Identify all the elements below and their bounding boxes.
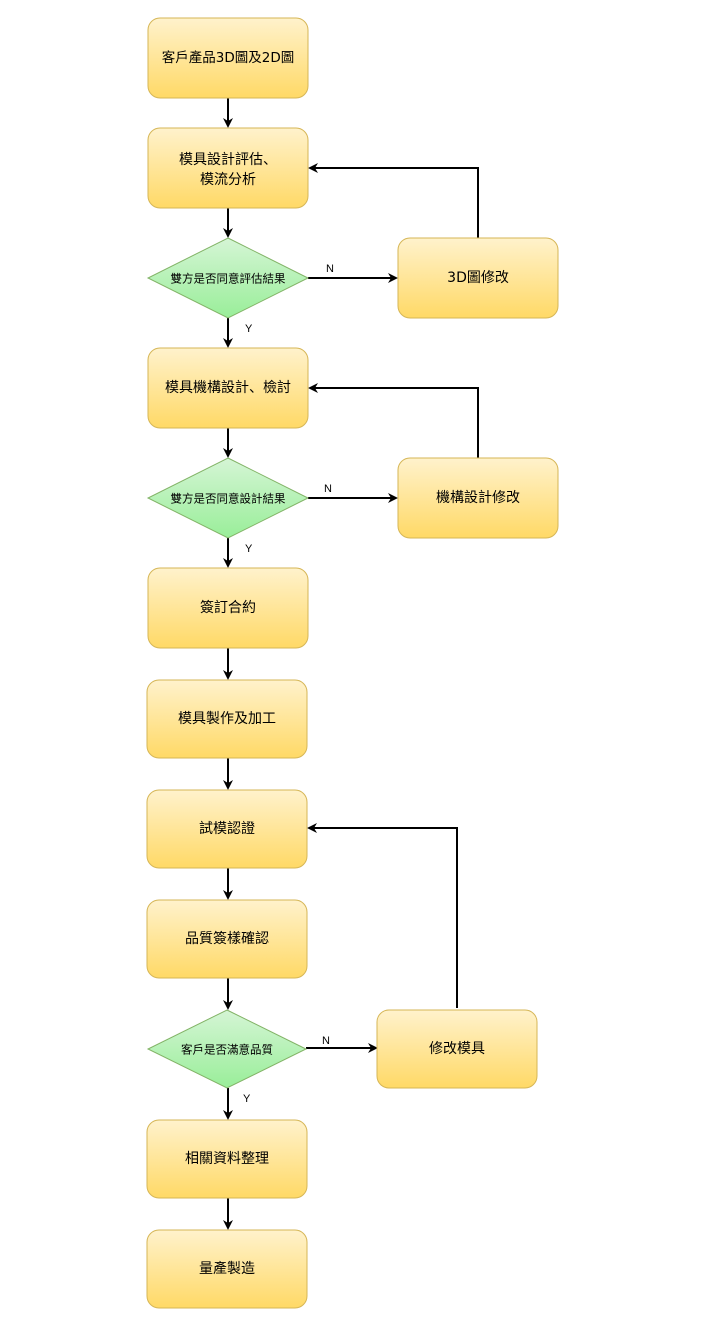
edge-label-yes-1: Y xyxy=(245,323,253,335)
decision-eval-agree: 雙方是否同意評估結果 xyxy=(146,237,310,319)
node-mold-design-eval: 模具設計評估、 模流分析 xyxy=(147,127,309,209)
node-data-organize-label: 相關資料整理 xyxy=(185,1151,269,1167)
node-trial-mold-cert: 試模認證 xyxy=(146,789,308,869)
node-mold-manufacturing-label: 模具製作及加工 xyxy=(178,711,276,727)
node-revise-3d-label: 3D圖修改 xyxy=(447,270,509,286)
decision-design-agree: 雙方是否同意設計結果 xyxy=(146,457,310,539)
edge-revise3d-back-to-eval xyxy=(308,163,479,238)
node-mech-design-review-label: 模具機構設計、檢討 xyxy=(165,379,291,396)
edge-labels: N Y N Y N Y xyxy=(243,263,334,1105)
decision-customer-quality: 客戶是否滿意品質 xyxy=(146,1009,308,1089)
decision-design-agree-label: 雙方是否同意設計結果 xyxy=(171,492,286,506)
edge-label-yes-2: Y xyxy=(245,543,253,555)
node-revise-mech-design: 機構設計修改 xyxy=(397,457,559,539)
node-data-organize: 相關資料整理 xyxy=(146,1119,308,1199)
edge-revisemold-back-to-trial xyxy=(307,823,458,1008)
node-mold-design-eval-label-line1: 模具設計評估、 xyxy=(179,152,277,168)
edge-label-no-3: N xyxy=(322,1035,330,1047)
edge-revisemech-back-to-mech xyxy=(308,383,479,458)
node-mech-design-review: 模具機構設計、檢討 xyxy=(147,347,309,429)
node-sign-contract-label: 簽訂合約 xyxy=(200,599,256,616)
node-mold-manufacturing: 模具製作及加工 xyxy=(146,679,308,759)
node-revise-mech-design-label: 機構設計修改 xyxy=(436,490,520,506)
edge-label-no-2: N xyxy=(324,483,332,495)
edges xyxy=(223,98,479,1230)
node-mass-production: 量產製造 xyxy=(146,1229,308,1309)
node-revise-mold-label: 修改模具 xyxy=(429,1041,485,1057)
node-quality-sample-confirm-label: 品質簽樣確認 xyxy=(185,930,269,947)
node-mold-design-eval-label-line2: 模流分析 xyxy=(200,172,256,188)
node-trial-mold-cert-label: 試模認證 xyxy=(199,820,255,837)
node-revise-mold: 修改模具 xyxy=(376,1009,538,1089)
node-mass-production-label: 量產製造 xyxy=(199,1260,255,1277)
node-sign-contract: 簽訂合約 xyxy=(147,567,309,649)
edge-label-yes-3: Y xyxy=(243,1093,251,1105)
edge-label-no-1: N xyxy=(326,263,334,275)
node-quality-sample-confirm: 品質簽樣確認 xyxy=(146,899,308,979)
node-customer-drawings-label: 客戶產品3D圖及2D圖 xyxy=(162,49,294,66)
decision-eval-agree-label: 雙方是否同意評估結果 xyxy=(171,272,286,286)
decision-customer-quality-label: 客戶是否滿意品質 xyxy=(181,1043,273,1057)
node-customer-drawings: 客戶產品3D圖及2D圖 xyxy=(147,17,309,99)
node-revise-3d: 3D圖修改 xyxy=(397,237,559,319)
